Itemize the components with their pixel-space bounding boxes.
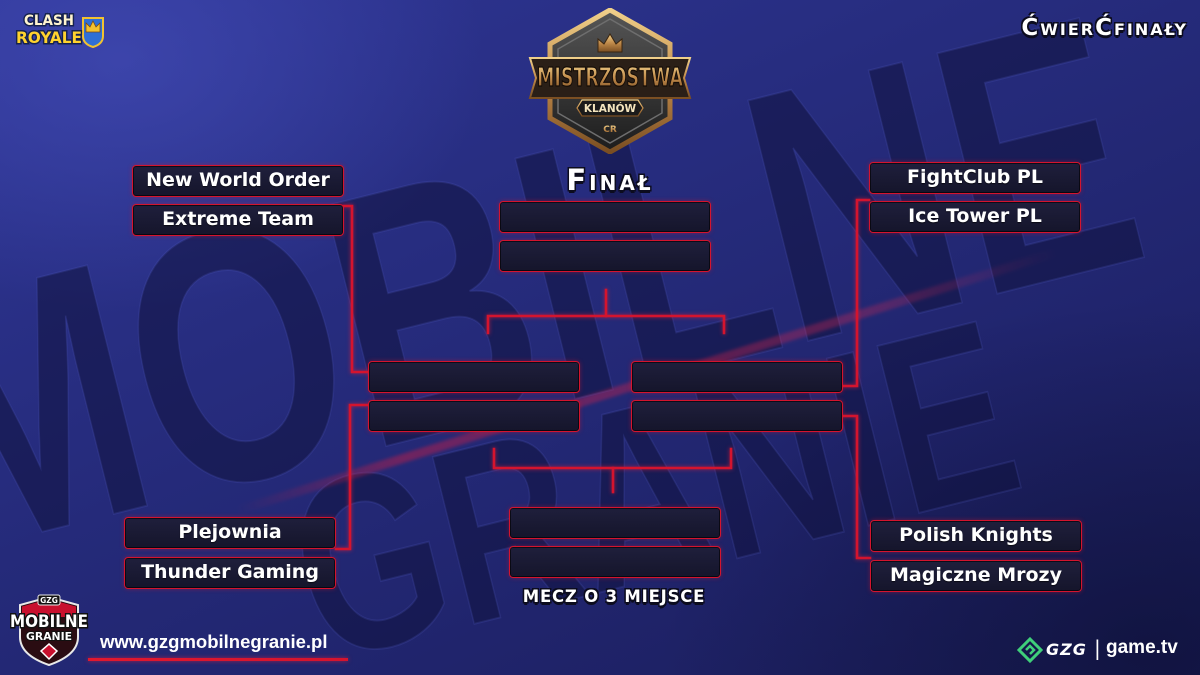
- crown-icon: [82, 17, 104, 48]
- empty-slot: [509, 546, 721, 578]
- mobilne-granie-logo: GZG MOBILNE GRANIE: [9, 594, 90, 667]
- team-slot: Plejownia: [124, 517, 336, 549]
- team-slot: FightClub PL: [869, 162, 1081, 194]
- quarterfinal-match-left-top: New World Order Extreme Team: [132, 165, 344, 237]
- championship-badge-logo: MISTRZOSTWA KLANÓW CR: [528, 8, 692, 154]
- clash-royale-logo: CLASH ROYALE: [15, 12, 104, 48]
- connector-right-bottom: [841, 414, 872, 560]
- mobilne-granie-logo-line2: GRANIE: [26, 630, 72, 643]
- gametv-wordmark: game.tv: [1106, 637, 1178, 658]
- website-url: www.gzgmobilnegranie.pl: [100, 631, 328, 652]
- partner-separator: |: [1094, 636, 1101, 660]
- quarterfinal-match-left-bottom: Plejownia Thunder Gaming: [124, 517, 336, 589]
- connector-third-bar: [492, 447, 733, 470]
- third-place-match: [509, 507, 721, 579]
- empty-slot: [509, 507, 721, 539]
- empty-slot: [368, 361, 580, 393]
- crown-icon: [597, 33, 623, 53]
- connector-right-top: [841, 198, 871, 388]
- gzg-logo-icon: [1017, 637, 1043, 663]
- team-slot: Magiczne Mrozy: [870, 560, 1082, 592]
- empty-slot: [499, 240, 711, 272]
- mobilne-granie-logo-line1: MOBILNE: [10, 612, 88, 632]
- connector-final-bar: [486, 314, 726, 335]
- empty-slot: [631, 400, 843, 432]
- final-label: Finał: [566, 163, 654, 197]
- badge-tag: CR: [603, 125, 617, 135]
- clash-royale-logo-line2: ROYALE: [16, 28, 82, 47]
- quarterfinal-match-right-bottom: Polish Knights Magiczne Mrozy: [870, 520, 1082, 592]
- final-match: [499, 201, 711, 273]
- team-slot: Thunder Gaming: [124, 557, 336, 589]
- stage-title: ĆwierĆfinały: [1021, 15, 1188, 41]
- connector-left-top: [342, 204, 370, 374]
- team-slot: Ice Tower PL: [869, 201, 1081, 233]
- quarterfinal-match-right-top: FightClub PL Ice Tower PL: [869, 162, 1081, 234]
- empty-slot: [499, 201, 711, 233]
- mobilne-granie-logo-tag: GZG: [40, 596, 58, 605]
- gzg-wordmark: GZG: [1046, 640, 1087, 659]
- clash-royale-logo-line1: CLASH: [24, 13, 74, 29]
- badge-subtitle: KLANÓW: [584, 102, 637, 115]
- semifinal-match-left: [368, 361, 580, 433]
- badge-subtitle-plate: [576, 99, 644, 117]
- badge-hexagon-inner: [557, 18, 663, 144]
- website-underline: [88, 658, 348, 661]
- connector-left-bottom: [334, 403, 370, 551]
- team-slot: Polish Knights: [870, 520, 1082, 552]
- team-slot: Extreme Team: [132, 204, 344, 236]
- empty-slot: [631, 361, 843, 393]
- team-slot: New World Order: [132, 165, 344, 197]
- empty-slot: [368, 400, 580, 432]
- third-place-label: MECZ O 3 MIEJSCE: [522, 587, 706, 606]
- diamond-emblem-icon: [39, 643, 59, 661]
- semifinal-match-right: [631, 361, 843, 433]
- badge-title: MISTRZOSTWA: [537, 63, 683, 93]
- badge-banner: [528, 57, 692, 99]
